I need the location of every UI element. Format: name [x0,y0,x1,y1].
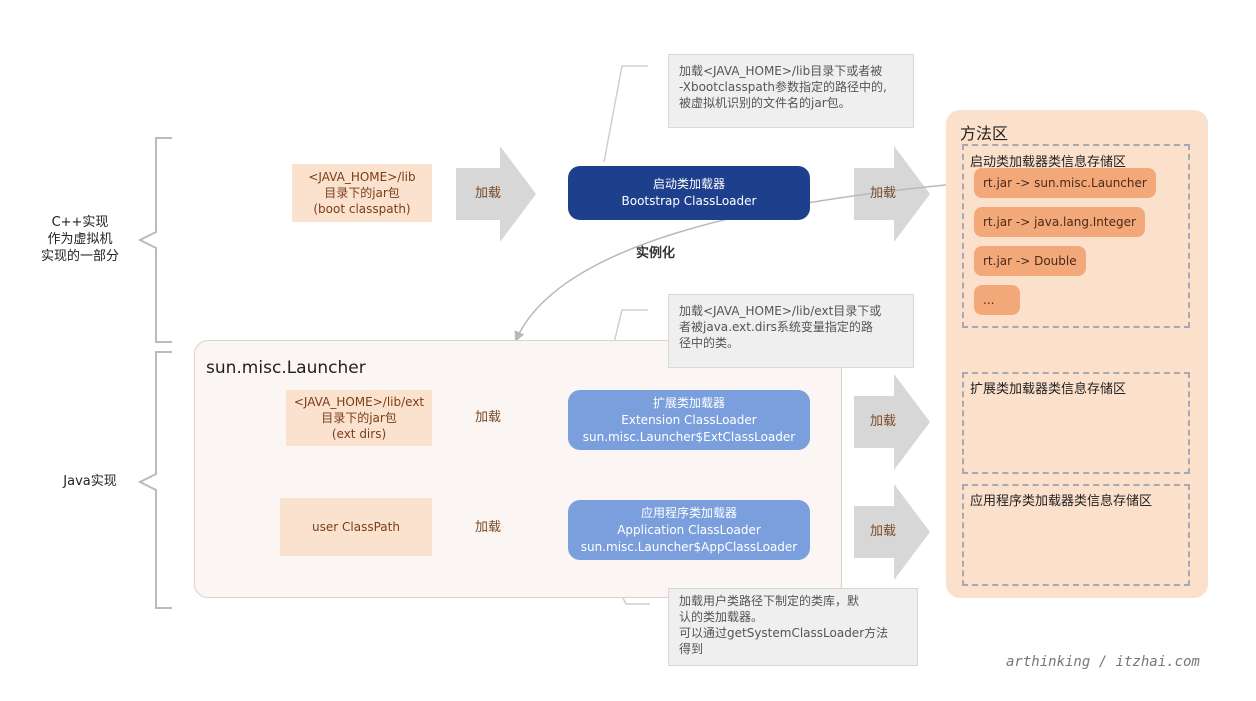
application-note-line-3: 可以通过getSystemClassLoader方法 [679,626,889,640]
load-label-boot: 加载 [474,186,501,201]
ext-dirs-source: <JAVA_HOME>/lib/ext 目录下的jar包 (ext dirs) [286,390,432,446]
cpp-group-line-2: 作为虚拟机 [47,232,113,247]
bootstrap-note-line-1: 加载<JAVA_HOME>/lib目录下或者被 [679,64,883,78]
ext-source-line-3: (ext dirs) [331,427,387,441]
load-label-ext: 加载 [474,410,501,425]
extension-note-line-3: 径中的类。 [679,336,740,350]
user-source-line-1: user ClassPath [312,520,400,534]
application-classloader[interactable]: 应用程序类加载器 Application ClassLoader sun.mis… [568,500,810,560]
note-line-bootstrap [603,65,648,163]
extension-loader-class: Extension ClassLoader [621,412,757,427]
bootstrap-loader-class: Bootstrap ClassLoader [621,194,757,208]
boot-classpath-source: <JAVA_HOME>/lib 目录下的jar包 (boot classpath… [292,164,432,222]
load-arrow-boot [456,146,536,242]
cpp-group-label: C++实现 作为虚拟机 实现的一部分 [20,214,140,265]
application-loader-impl: sun.misc.Launcher$AppClassLoader [580,539,798,554]
extension-loader-name: 扩展类加载器 [652,395,725,410]
java-group-label: Java实现 [63,474,117,489]
bootstrap-classloader[interactable]: 启动类加载器 Bootstrap ClassLoader [568,166,810,220]
load-arrow-extension-store [854,374,930,470]
load-label-extension-store: 加载 [869,414,896,429]
load-arrow-application-store [854,484,930,580]
application-store [962,484,1190,586]
extension-store [962,372,1190,474]
boot-source-line-3: (boot classpath) [313,202,411,216]
load-label-application-store: 加载 [869,524,896,539]
boot-source-line-2: 目录下的jar包 [324,186,400,200]
extension-note-line-1: 加载<JAVA_HOME>/lib/ext目录下或 [679,304,882,318]
application-loader-name: 应用程序类加载器 [640,505,737,520]
java-brace [137,351,172,609]
application-loader-class: Application ClassLoader [617,522,761,537]
launcher-panel-title: sun.misc.Launcher [206,358,366,378]
application-note-line-2: 认的类加载器。 [679,610,764,624]
cpp-group-line-3: 实现的一部分 [40,249,119,264]
application-note-line-4: 得到 [679,642,704,656]
extension-loader-impl: sun.misc.Launcher$ExtClassLoader [582,429,796,444]
class-chip-more[interactable]: ... [974,285,1020,315]
extension-store-title: 扩展类加载器类信息存储区 [970,382,1127,397]
bootstrap-store [962,144,1190,328]
cpp-brace [137,137,172,343]
extension-note: 加载<JAVA_HOME>/lib/ext目录下或 者被java.ext.dir… [668,294,914,368]
ext-source-line-1: <JAVA_HOME>/lib/ext [293,395,425,409]
bootstrap-note-line-3: 被虚拟机识别的文件名的jar包。 [679,96,851,110]
instantiate-label: 实例化 [636,246,676,261]
instantiate-arrow [514,181,979,342]
class-chip-integer[interactable]: rt.jar -> java.lang.Integer [974,207,1145,237]
bootstrap-store-title: 启动类加载器类信息存储区 [970,155,1127,170]
bootstrap-note-line-2: -Xbootclasspath参数指定的路径中的, [679,80,887,94]
cpp-group-line-1: C++实现 [51,215,109,230]
application-note: 加载用户类路径下制定的类库，默 认的类加载器。 可以通过getSystemCla… [668,588,918,666]
user-classpath-source: user ClassPath [280,498,432,556]
bootstrap-loader-name: 启动类加载器 [652,177,725,191]
watermark: arthinking / itzhai.com [1006,654,1200,670]
boot-source-line-1: <JAVA_HOME>/lib [308,170,416,184]
load-label-bootstrap-store: 加载 [869,186,896,201]
ext-source-line-2: 目录下的jar包 [321,411,397,425]
load-arrow-bootstrap-store [854,146,930,242]
method-area-title: 方法区 [960,124,1009,143]
load-label-user: 加载 [474,520,501,535]
extension-classloader[interactable]: 扩展类加载器 Extension ClassLoader sun.misc.La… [568,390,810,450]
extension-note-line-2: 者被java.ext.dirs系统变量指定的路 [679,320,873,334]
class-chip-double[interactable]: rt.jar -> Double [974,246,1086,276]
class-chip-launcher[interactable]: rt.jar -> sun.misc.Launcher [974,168,1156,198]
application-note-line-1: 加载用户类路径下制定的类库，默 [679,594,860,608]
bootstrap-note: 加载<JAVA_HOME>/lib目录下或者被 -Xbootclasspath参… [668,54,914,128]
application-store-title: 应用程序类加载器类信息存储区 [970,494,1153,509]
